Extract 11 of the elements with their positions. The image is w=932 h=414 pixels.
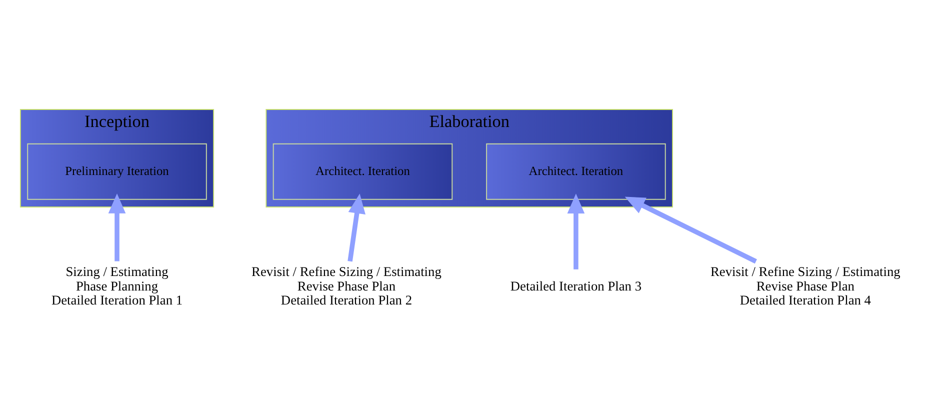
node-text: Detailed Iteration Plan 3 <box>510 278 642 294</box>
node-box: Preliminary Iteration <box>27 143 207 200</box>
node-box: Architect. Iteration <box>486 143 666 200</box>
node-text: Revisit / Refine Sizing / Estimating Revise Phase Plan Detailed Iteration Plan 2 <box>252 264 442 308</box>
node-text: Sizing / Estimating Phase Planning Detailed Iteration Plan 1 <box>51 264 183 308</box>
arrow <box>348 194 366 262</box>
node-box: Architect. Iteration <box>272 143 453 200</box>
node-text: Revisit / Refine Sizing / Estimating Revise Phase Plan Detailed Iteration Plan 4 <box>710 264 900 308</box>
arrow <box>567 194 585 270</box>
arrow <box>624 196 757 264</box>
arrow <box>108 194 126 262</box>
